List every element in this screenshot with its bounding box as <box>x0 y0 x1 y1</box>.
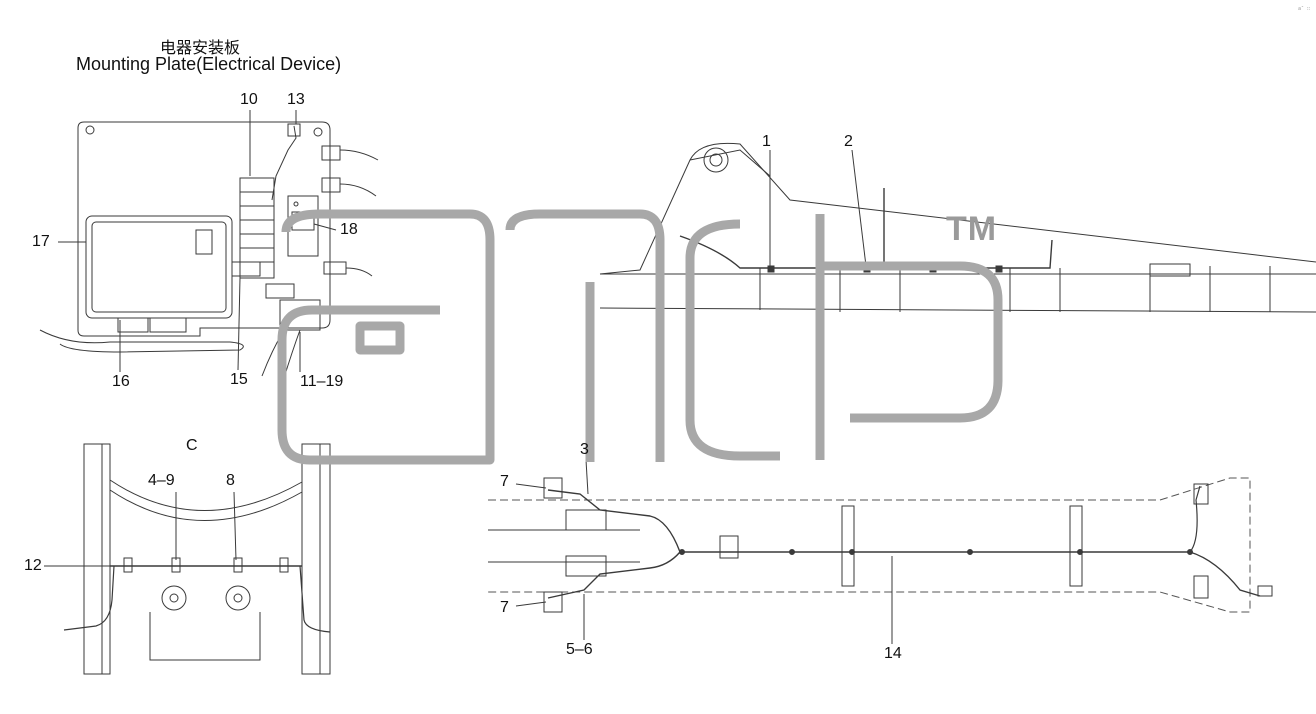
boom-outline <box>599 142 1316 275</box>
leader-line <box>237 277 241 371</box>
callout-3: 3 <box>580 441 589 458</box>
horn <box>161 585 187 611</box>
leader-line <box>515 601 547 607</box>
leader-line <box>233 491 237 561</box>
callout-8: 8 <box>226 472 235 489</box>
cross-member <box>109 479 303 511</box>
callout-10: 10 <box>240 91 258 108</box>
callout-14: 14 <box>884 645 902 662</box>
connector <box>543 477 563 499</box>
frame-rail <box>83 443 103 675</box>
callout-2: 2 <box>844 133 853 150</box>
callout-1: 1 <box>762 133 771 150</box>
chassis-view <box>488 459 1273 644</box>
boom-beam-bottom <box>599 307 1316 313</box>
callout-4-9: 4–9 <box>148 472 175 489</box>
callout-16: 16 <box>112 373 130 390</box>
plate-hole <box>313 127 323 137</box>
frame-rail <box>301 443 321 675</box>
callout-12: 12 <box>24 557 42 574</box>
controller-box <box>85 215 233 319</box>
corner-mark: a″ ∷ <box>1297 6 1310 12</box>
plate-hole <box>85 125 95 135</box>
controller-label-plate <box>195 229 213 255</box>
junction-box <box>719 535 739 559</box>
side-connector <box>321 145 341 161</box>
callout-17: 17 <box>32 233 50 250</box>
boom-pivot <box>703 147 729 173</box>
callout-15: 15 <box>230 371 248 388</box>
callout-7-bottom: 7 <box>500 599 509 616</box>
section-c-view <box>44 443 331 675</box>
side-connector <box>323 261 347 275</box>
controller-inner <box>91 221 227 313</box>
section-c-label: C <box>186 437 198 454</box>
leader-line <box>313 223 337 231</box>
harness-wire <box>271 125 297 201</box>
chassis-outline <box>488 477 1251 613</box>
leader-line <box>585 459 589 495</box>
title-en: Mounting Plate(Electrical Device) <box>76 54 342 74</box>
harness-wire <box>339 149 379 277</box>
connector <box>287 123 301 137</box>
relay-base <box>231 261 261 277</box>
plate-outline <box>77 121 331 337</box>
bracket <box>265 283 295 299</box>
leader-line <box>515 483 547 489</box>
relay-stack <box>239 177 275 279</box>
horn <box>225 585 251 611</box>
leader-line <box>851 149 867 267</box>
callout-7-top: 7 <box>500 473 509 490</box>
callout-18: 18 <box>340 221 358 238</box>
callout-5-6: 5–6 <box>566 641 593 658</box>
controller-connector <box>117 317 149 333</box>
callout-11-19: 11–19 <box>300 373 344 390</box>
chassis-harness <box>547 489 1261 597</box>
watermark-logo <box>277 209 1003 465</box>
title-cn: 电器安装板 <box>160 38 241 57</box>
watermark-tm: TM <box>946 210 998 248</box>
mounting-plate-view <box>39 110 379 379</box>
controller-connector <box>149 317 187 333</box>
harness-cable <box>39 329 244 353</box>
callout-13: 13 <box>287 91 305 108</box>
side-connector <box>321 177 341 193</box>
